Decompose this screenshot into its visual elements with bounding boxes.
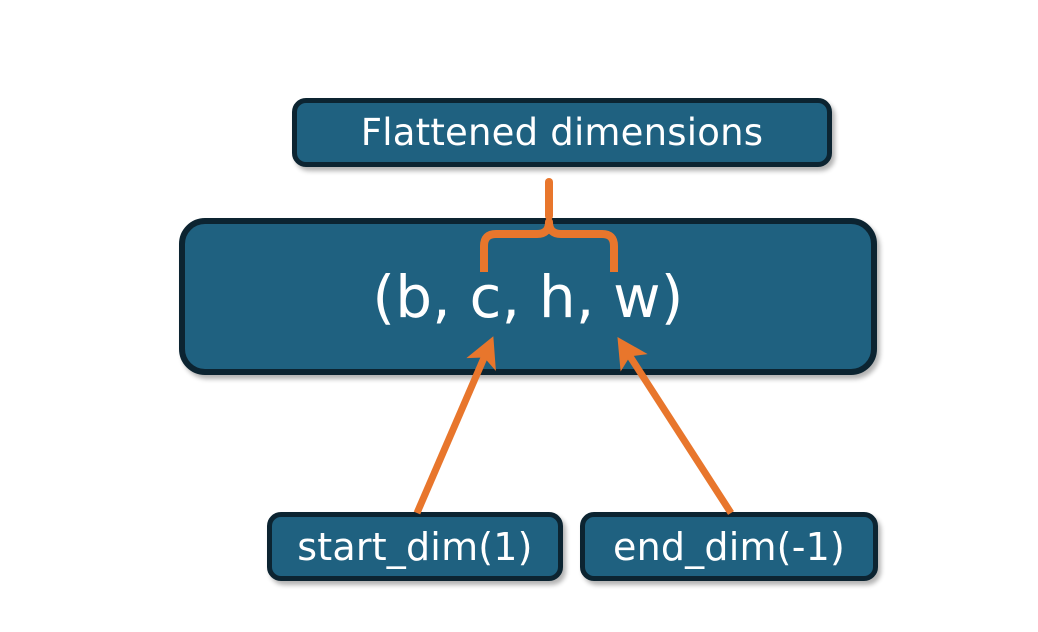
flattened-dimensions-box: Flattened dimensions: [292, 98, 832, 167]
start-dim-box: start_dim(1): [267, 512, 563, 581]
end-dim-label: end_dim(-1): [612, 524, 846, 569]
shape-tuple-label: (b, c, h, w): [372, 262, 684, 331]
end-dim-box: end_dim(-1): [580, 512, 878, 581]
shape-tuple-box: (b, c, h, w): [179, 218, 877, 375]
flattened-dimensions-label: Flattened dimensions: [360, 111, 764, 154]
start-dim-label: start_dim(1): [297, 524, 533, 569]
